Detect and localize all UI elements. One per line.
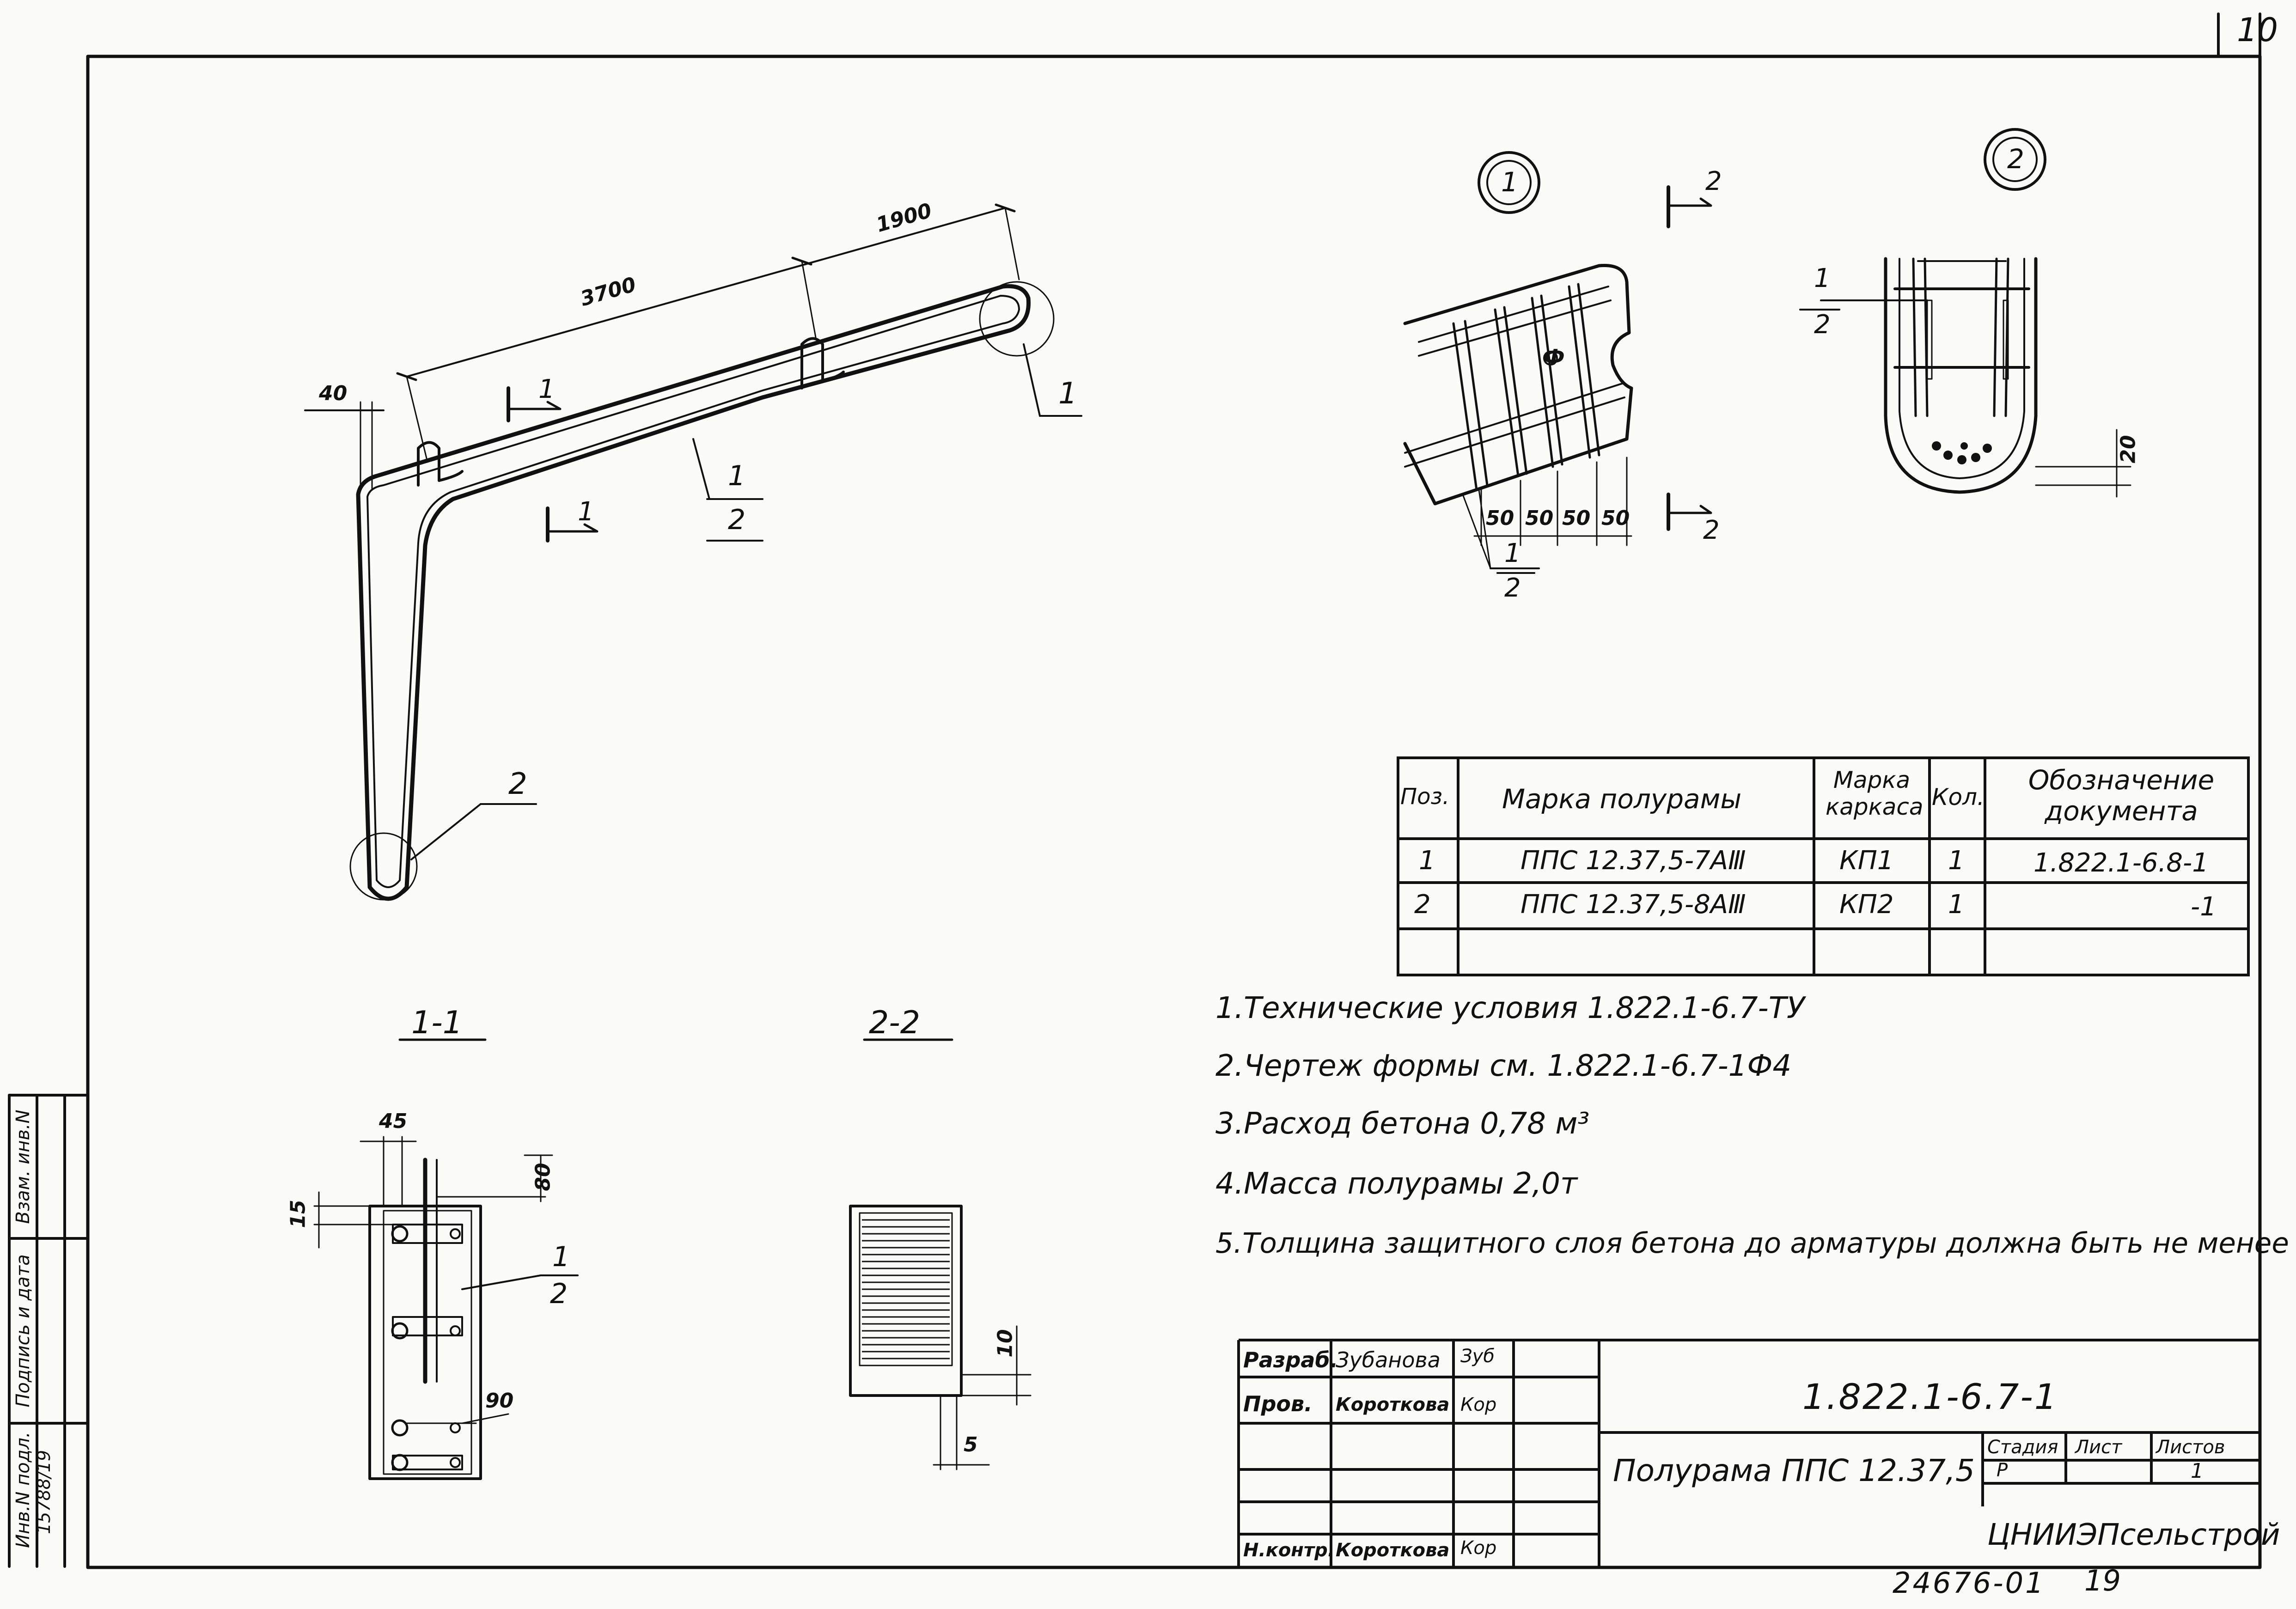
section-mark-bottom: 1 <box>578 497 594 527</box>
spec-header-document: Обозначение документа <box>2028 764 2215 827</box>
sheets-header: Листов <box>2156 1437 2225 1458</box>
role-norm-control: Н.контр. <box>1243 1540 1335 1561</box>
spec-row-1-pos: 1 <box>1419 846 1435 876</box>
spec-row-1-qty: 1 <box>1948 846 1965 876</box>
detail-1-spacing-2: 50 <box>1525 506 1554 530</box>
spec-row-2-mark: ППС 12.37,5-8АⅢ <box>1520 890 1746 920</box>
section-1-1-dim-90: 90 <box>485 1389 514 1413</box>
note-5: 5.Толщина защитного слоя бетона до армат… <box>1215 1227 2296 1260</box>
document-code: 1.822.1-6.7-1 <box>1802 1376 2058 1417</box>
role-developer: Разраб. <box>1243 1347 1338 1372</box>
section-mark-top: 1 <box>538 374 555 404</box>
spec-header-pos: Поз. <box>1400 784 1450 810</box>
detail-callout-2: 2 <box>508 767 527 801</box>
section-2-2-dim-10: 10 <box>993 1329 1017 1358</box>
section-2-2-dim-5: 5 <box>964 1433 978 1457</box>
spec-row-2-pos: 2 <box>1414 890 1431 920</box>
leader-position-1: 1 <box>728 460 746 492</box>
side-label-replacement: Взам. инв.N <box>12 1109 34 1224</box>
signature-checker: Кор <box>1460 1394 1497 1415</box>
detail-2-dimension-20: 20 <box>2116 435 2140 463</box>
document-title: Полурама ППС 12.37,5 <box>1613 1453 1975 1488</box>
name-developer: Зубанова <box>1336 1347 1441 1372</box>
detail-1-leader-den: 2 <box>1504 573 1521 603</box>
detail-1-leader-num: 1 <box>1504 538 1521 568</box>
spec-row-2-qty: 1 <box>1948 890 1965 920</box>
detail-2-badge: 2 <box>2007 143 2024 175</box>
note-1: 1.Технические условия 1.822.1-6.7-ТУ <box>1215 991 1805 1025</box>
section-1-1-dim-15: 15 <box>286 1200 310 1228</box>
spec-row-2-document: -1 <box>2191 892 2217 922</box>
detail-1-section-top: 2 <box>1705 166 1722 196</box>
spec-row-1-frame: КП1 <box>1839 846 1894 876</box>
role-checker: Пров. <box>1243 1391 1313 1416</box>
detail-1-section-bottom: 2 <box>1703 515 1720 545</box>
detail-2-leader-den: 2 <box>1814 310 1831 340</box>
spec-header-qty: Кол. <box>1932 784 1985 811</box>
note-4: 4.Масса полурамы 2,0т <box>1215 1167 1578 1201</box>
stage-header: Стадия <box>1987 1437 2058 1458</box>
detail-1-phi-mark: Ф <box>1544 345 1565 370</box>
name-checker: Короткова <box>1336 1394 1450 1415</box>
detail-callout-1: 1 <box>1058 377 1077 411</box>
name-norm-control: Короткова <box>1336 1540 1450 1561</box>
detail-1-spacing-1: 50 <box>1486 506 1514 530</box>
detail-1-spacing-4: 50 <box>1601 506 1630 530</box>
organization: ЦНИИЭПсельстрой <box>1987 1518 2280 1552</box>
section-1-1-title: 1-1 <box>411 1005 463 1041</box>
sheet-corner-number: 10 <box>2237 11 2278 49</box>
spec-header-frame-mark: Марка каркаса <box>1826 767 1924 820</box>
section-2-2-title: 2-2 <box>869 1005 921 1041</box>
detail-1-badge: 1 <box>1501 166 1518 198</box>
archive-page: 19 <box>2084 1564 2121 1597</box>
spec-row-1-mark: ППС 12.37,5-7АⅢ <box>1520 846 1746 876</box>
detail-2-leader-num: 1 <box>1814 263 1831 293</box>
side-label-signature-date: Подпись и дата <box>12 1254 34 1408</box>
signature-norm-control: Кор <box>1460 1537 1497 1559</box>
stage-value: Р <box>1997 1460 2008 1481</box>
note-3: 3.Расход бетона 0,78 м³ <box>1215 1107 1590 1141</box>
section-1-1-dim-80: 80 <box>531 1163 555 1191</box>
note-2: 2.Чертеж формы см. 1.822.1-6.7-1Ф4 <box>1215 1049 1792 1083</box>
spec-row-1-document: 1.822.1-6.8-1 <box>2033 848 2209 878</box>
side-inventory-number: 15788/19 <box>34 1450 54 1535</box>
archive-code: 24676-01 <box>1893 1566 2046 1600</box>
side-label-inventory: Инв.N подл. <box>12 1432 34 1548</box>
section-1-1-dim-45: 45 <box>379 1109 408 1133</box>
section-1-1-leader-num: 1 <box>552 1241 570 1273</box>
leader-position-2: 2 <box>728 504 746 536</box>
signature-developer: Зуб <box>1460 1346 1495 1367</box>
sheets-value: 1 <box>2191 1459 2204 1483</box>
section-1-1-leader-den: 2 <box>550 1278 568 1310</box>
spec-row-2-frame: КП2 <box>1839 890 1894 920</box>
sheet-header: Лист <box>2075 1437 2122 1458</box>
spec-header-mark: Марка полурамы <box>1502 783 1742 815</box>
detail-1-spacing-3: 50 <box>1562 506 1591 530</box>
dimension-40: 40 <box>319 382 348 405</box>
